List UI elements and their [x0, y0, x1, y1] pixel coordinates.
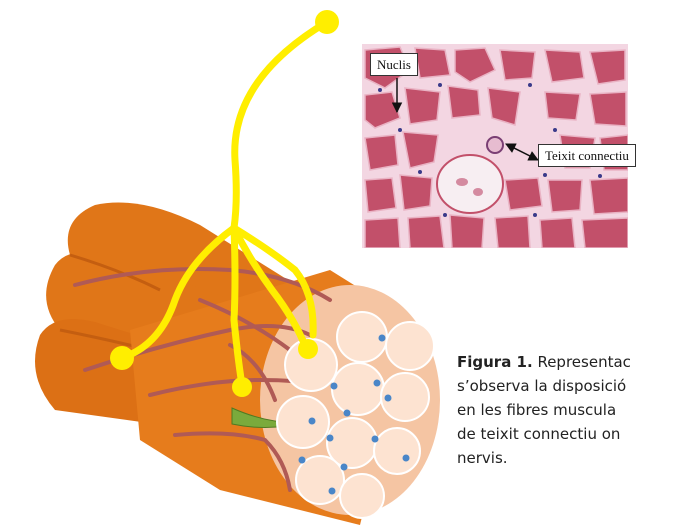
figure-caption: Figura 1. Representac s’observa la dispo…	[457, 350, 681, 470]
caption-line-2: s’observa la disposició	[457, 374, 681, 398]
caption-line-1-text: Representac	[533, 353, 631, 371]
label-nucleus: Nuclis	[370, 53, 418, 76]
label-connective-tissue: Teixit connectiu	[538, 144, 636, 167]
caption-line-3: en les fibres muscula	[457, 398, 681, 422]
caption-line-1: Figura 1. Representac	[457, 350, 681, 374]
figure-label: Figura 1.	[457, 353, 533, 371]
caption-line-5: nervis.	[457, 446, 681, 470]
caption-line-4: de teixit connectiu on	[457, 422, 681, 446]
